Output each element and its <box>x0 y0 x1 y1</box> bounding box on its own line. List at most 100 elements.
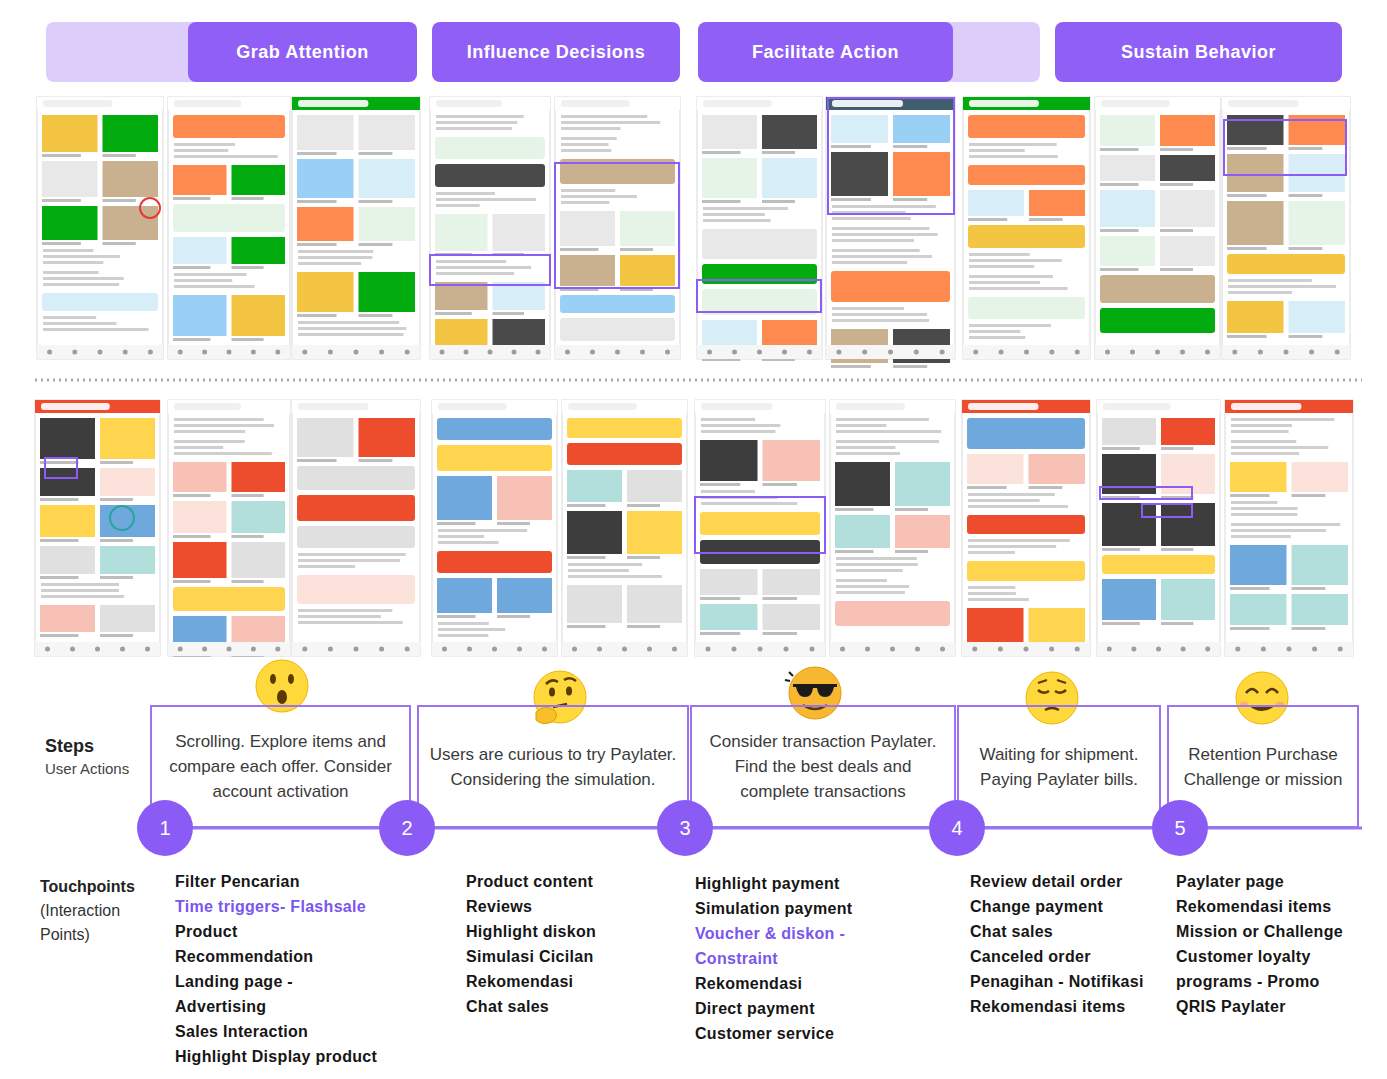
price-line <box>700 483 740 486</box>
product-tile <box>100 546 155 574</box>
surprised-emoji <box>270 674 276 684</box>
product-tile <box>627 585 682 623</box>
nav-icon <box>405 647 410 652</box>
happy-emoji <box>1266 689 1278 693</box>
nav-icon <box>1284 350 1289 355</box>
price-line <box>567 504 606 507</box>
price-line <box>173 580 210 583</box>
price-line <box>435 312 472 315</box>
search-bar <box>701 403 773 410</box>
nav-icon <box>1107 647 1112 652</box>
product-tile <box>1289 154 1346 192</box>
price-line <box>100 576 133 579</box>
search-bar <box>1101 100 1170 107</box>
nav-icon <box>512 350 517 355</box>
text-line <box>174 452 272 455</box>
product-tile <box>1100 236 1155 266</box>
nav-icon <box>354 350 359 355</box>
bottom-bar <box>830 642 955 656</box>
touchpoint-item: Rekomendasi items <box>1176 894 1376 919</box>
text-line <box>1231 513 1297 516</box>
product-tile <box>435 319 488 345</box>
product-tile <box>40 605 95 632</box>
product-tile <box>297 115 354 150</box>
bottom-bar <box>697 345 822 359</box>
nav-icon <box>542 647 547 652</box>
nav-icon <box>1309 350 1314 355</box>
text-line <box>968 586 1015 589</box>
app-screenshot <box>555 97 680 359</box>
step-text: Waiting for shipment. Paying Paylater bi… <box>967 742 1151 792</box>
nav-icon <box>1181 647 1186 652</box>
highlight-frame <box>555 163 679 288</box>
nav-icon <box>890 647 895 652</box>
text-line <box>438 535 484 538</box>
app-screenshot <box>168 97 290 359</box>
banner <box>1227 254 1345 274</box>
product-tile <box>42 161 98 197</box>
product-tile <box>1230 545 1287 585</box>
app-screenshot <box>292 97 420 359</box>
price-line <box>232 494 264 497</box>
product-tile <box>835 462 890 506</box>
nav-icon <box>1130 350 1135 355</box>
app-screenshot <box>37 97 163 359</box>
search-bar <box>561 100 630 107</box>
text-line <box>561 189 615 192</box>
text-line <box>1231 424 1292 427</box>
price-line <box>620 248 653 251</box>
text-line <box>832 239 914 242</box>
text-line <box>1231 452 1299 455</box>
step-number: 1 <box>137 800 193 856</box>
search-bar <box>969 100 1039 107</box>
product-tile <box>1102 503 1156 546</box>
text-line <box>836 563 918 566</box>
nav-icon <box>467 647 472 652</box>
header-band-ground <box>698 22 1040 82</box>
search-bar <box>1231 403 1301 410</box>
banner <box>700 512 820 535</box>
product-tile <box>103 206 159 240</box>
text-line <box>298 256 372 259</box>
touchpoint-item: Simulasi Cicilan <box>466 944 671 969</box>
text-line <box>701 490 755 493</box>
text-line <box>1231 446 1328 449</box>
nav-icon <box>572 647 577 652</box>
banner <box>297 466 415 490</box>
price-line <box>232 535 264 538</box>
screen-header <box>697 97 822 110</box>
text-line <box>969 259 1062 262</box>
screen-header <box>430 97 550 110</box>
price-line <box>42 199 81 202</box>
happy-emoji <box>1236 672 1288 724</box>
header-band-ground <box>46 22 417 82</box>
price-line <box>173 494 210 497</box>
price-line <box>40 634 79 637</box>
text-line <box>703 219 771 222</box>
nav-icon <box>379 350 384 355</box>
price-line <box>967 486 1007 489</box>
product-tile <box>700 440 758 481</box>
price-line <box>103 154 136 157</box>
bottom-bar <box>1225 642 1353 656</box>
nav-icon <box>1180 350 1185 355</box>
text-line <box>836 452 900 455</box>
product-tile <box>493 282 546 310</box>
cool-emoji <box>785 672 793 681</box>
price-line <box>1102 622 1140 625</box>
product-tile <box>100 468 155 496</box>
nav-icon <box>999 350 1004 355</box>
product-tile <box>831 152 888 196</box>
screen-header <box>292 97 420 110</box>
text-line <box>969 330 1020 333</box>
banner <box>1100 308 1215 333</box>
touchpoint-item: Product content <box>466 869 671 894</box>
surprised-emoji <box>277 690 287 704</box>
text-line <box>969 143 1057 146</box>
banner <box>831 271 950 302</box>
bottom-bar <box>430 345 550 359</box>
app-screenshots <box>35 97 1353 657</box>
text-line <box>174 446 223 449</box>
text-line <box>832 217 911 220</box>
nav-icon <box>178 350 183 355</box>
